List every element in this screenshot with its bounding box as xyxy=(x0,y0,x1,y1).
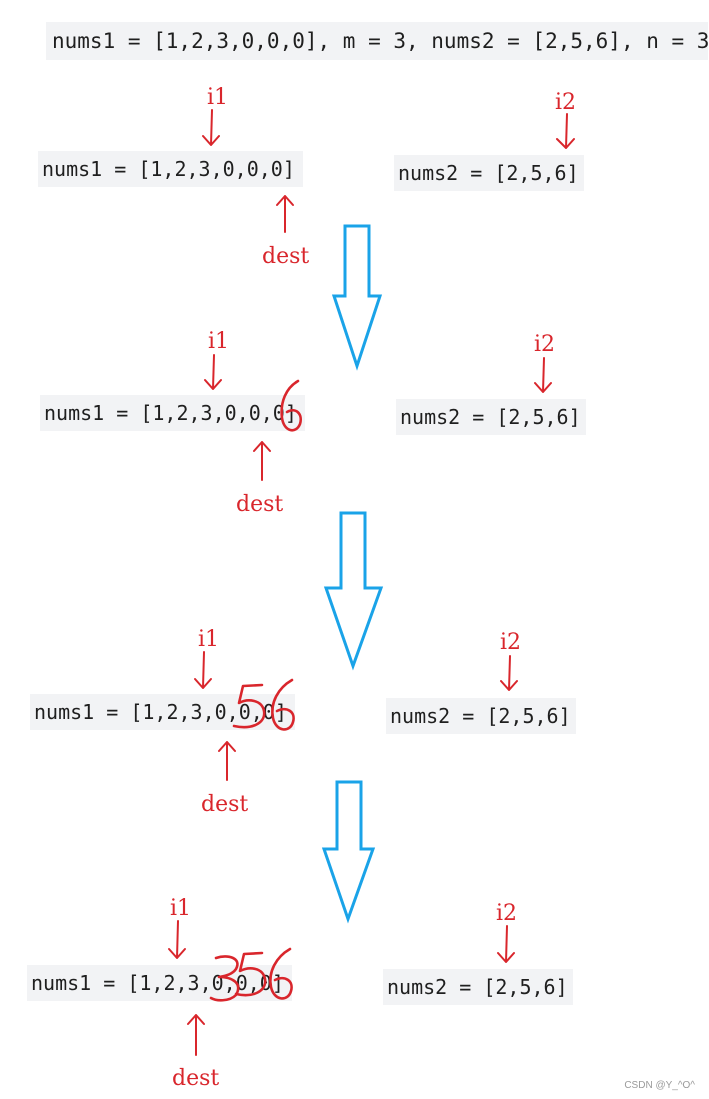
handwritten-digit-6 xyxy=(271,678,295,731)
i1-label: i1 xyxy=(198,627,220,652)
problem-statement: nums1 = [1,2,3,0,0,0], m = 3, nums2 = [2… xyxy=(46,22,709,60)
i2-label: i2 xyxy=(496,901,518,926)
i1-pointer-arrow xyxy=(168,920,186,959)
i2-label: i2 xyxy=(534,332,556,357)
flow-down-arrow xyxy=(323,511,384,671)
i2-pointer-arrow xyxy=(534,357,552,393)
dest-label: dest xyxy=(172,1066,220,1091)
dest-label: dest xyxy=(236,492,284,517)
dest-label: dest xyxy=(201,792,249,817)
handwritten-digit-6 xyxy=(269,947,293,1000)
i1-label: i1 xyxy=(207,85,229,110)
nums1-array: nums1 = [1,2,3,0,0,0] xyxy=(40,395,305,431)
dest-label: dest xyxy=(262,244,310,269)
i2-label: i2 xyxy=(500,630,522,655)
dest-pointer-arrow xyxy=(276,195,294,233)
i2-pointer-arrow xyxy=(500,655,518,691)
dest-pointer-arrow xyxy=(253,441,271,481)
nums2-array: nums2 = [2,5,6] xyxy=(386,698,576,734)
i2-pointer-arrow xyxy=(556,113,575,149)
flow-down-arrow xyxy=(331,224,383,371)
i1-pointer-arrow xyxy=(202,109,220,146)
nums2-array: nums2 = [2,5,6] xyxy=(383,969,573,1005)
i1-pointer-arrow xyxy=(194,651,212,689)
watermark: CSDN @Y_^O^ xyxy=(624,1080,695,1091)
nums2-array: nums2 = [2,5,6] xyxy=(394,155,584,191)
nums1-array: nums1 = [1,2,3,0,0,0] xyxy=(38,151,303,187)
i2-label: i2 xyxy=(555,90,577,115)
handwritten-digit-5 xyxy=(234,951,267,997)
flow-down-arrow xyxy=(321,780,376,924)
i2-pointer-arrow xyxy=(497,925,515,963)
handwritten-digit-3 xyxy=(209,955,240,1002)
i1-label: i1 xyxy=(170,896,192,921)
dest-pointer-arrow xyxy=(187,1014,205,1056)
handwritten-digit-6 xyxy=(280,379,302,432)
handwritten-digit-5 xyxy=(232,683,266,729)
nums2-array: nums2 = [2,5,6] xyxy=(396,399,586,435)
dest-pointer-arrow xyxy=(218,741,236,781)
i1-pointer-arrow xyxy=(204,354,222,390)
i1-label: i1 xyxy=(208,329,230,354)
